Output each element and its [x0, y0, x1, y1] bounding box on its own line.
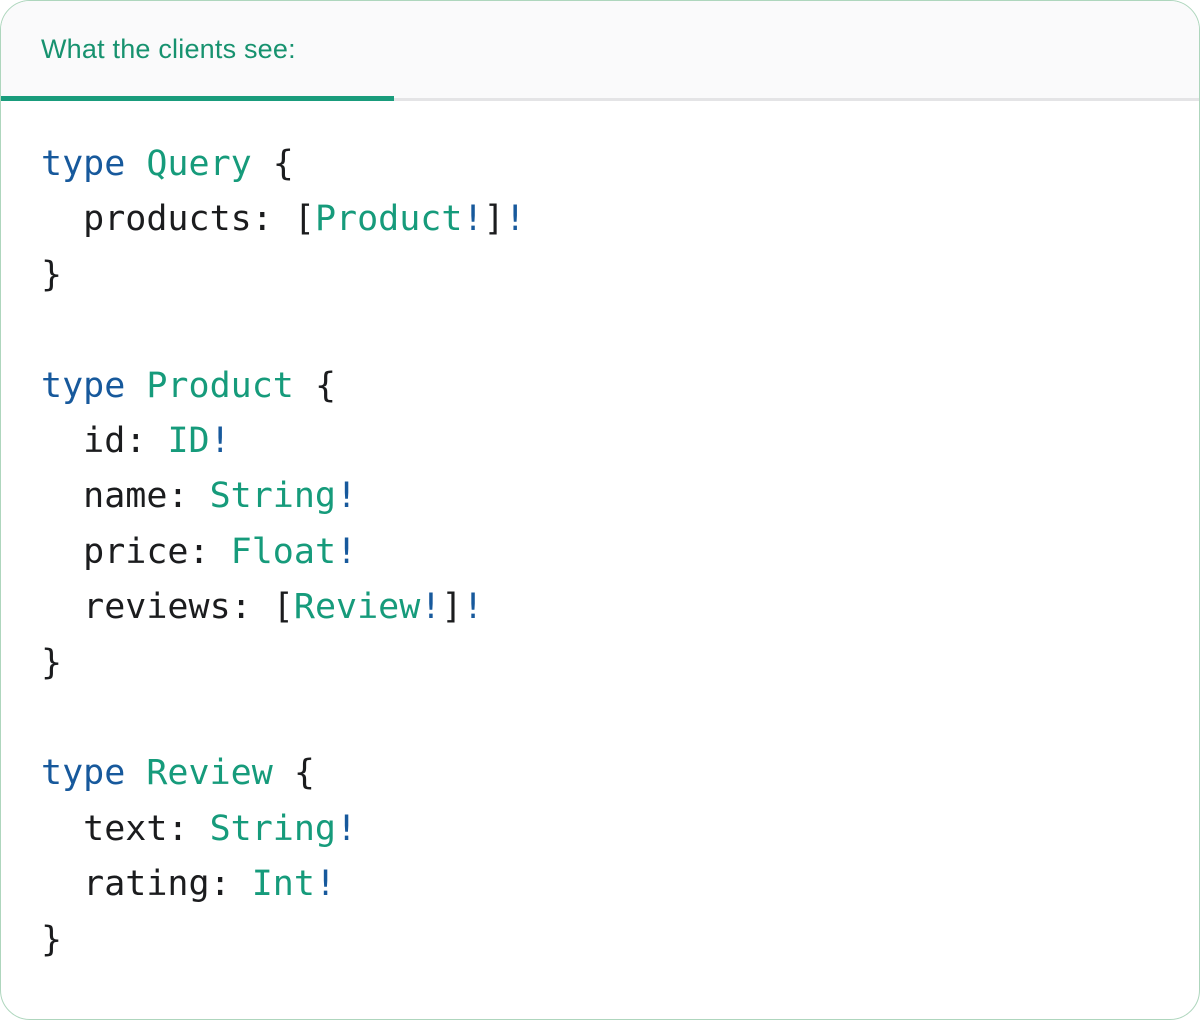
code-token-plain: name: — [41, 476, 210, 517]
code-line: price: Float! — [41, 532, 357, 572]
code-token-plain: } — [41, 919, 63, 960]
code-token-typename: Review — [146, 753, 273, 794]
code-line: type Query { — [41, 144, 294, 184]
code-line: products: [Product!]! — [41, 199, 526, 239]
code-token-plain: ] — [483, 199, 505, 240]
code-token-plain: rating: — [41, 864, 252, 905]
code-token-bang: ! — [462, 199, 484, 240]
code-token-plain: { — [251, 144, 294, 184]
code-token-typename: Product — [314, 199, 463, 240]
code-token-bang: ! — [504, 199, 526, 240]
code-line: reviews: [Review!]! — [41, 587, 484, 628]
code-token-bang: ! — [314, 864, 337, 905]
code-token-typename: ID — [167, 421, 210, 462]
code-token-typename: Product — [146, 365, 294, 406]
code-token-plain: products: [ — [41, 199, 315, 240]
code-line: rating: Int! — [41, 864, 336, 904]
code-token-plain: } — [41, 254, 63, 295]
code-block: type Query { products: [Product!]! } typ… — [1, 101, 1199, 1004]
code-token-plain: ] — [441, 587, 463, 628]
code-token-keyword: type — [41, 753, 147, 794]
code-token-typename: Int — [251, 864, 315, 905]
code-token-plain: } — [41, 642, 63, 683]
code-token-bang: ! — [209, 421, 231, 462]
code-line: name: String! — [41, 476, 357, 516]
code-line: text: String! — [41, 809, 357, 849]
code-token-bang: ! — [420, 587, 442, 628]
code-line: } — [41, 920, 62, 960]
code-token-bang: ! — [336, 808, 358, 849]
code-token-typename: String — [209, 476, 337, 517]
code-line: type Review { — [41, 753, 315, 793]
code-token-plain: { — [293, 365, 337, 406]
code-line: } — [41, 255, 62, 295]
code-line: type Product { — [41, 366, 336, 406]
code-token-plain: price: — [41, 531, 231, 572]
tab-what-clients-see[interactable]: What the clients see: — [1, 1, 1199, 98]
code-token-bang: ! — [462, 587, 484, 628]
code-token-plain: text: — [41, 808, 210, 849]
code-token-keyword: type — [41, 365, 147, 406]
code-line: id: ID! — [41, 421, 231, 461]
card-header: What the clients see: — [1, 1, 1199, 101]
code-token-bang: ! — [336, 476, 358, 517]
code-token-keyword: type — [41, 144, 147, 184]
code-token-typename: Query — [146, 144, 252, 184]
code-token-plain: { — [272, 753, 315, 794]
code-token-typename: Float — [230, 531, 337, 572]
active-tab-underline — [1, 96, 394, 101]
tab-label: What the clients see: — [41, 34, 296, 64]
code-token-plain: reviews: [ — [41, 587, 294, 628]
code-token-bang: ! — [336, 531, 358, 572]
code-line: } — [41, 643, 62, 683]
code-token-typename: String — [209, 808, 337, 849]
code-token-typename: Review — [293, 587, 421, 628]
code-token-plain: id: — [41, 421, 168, 462]
